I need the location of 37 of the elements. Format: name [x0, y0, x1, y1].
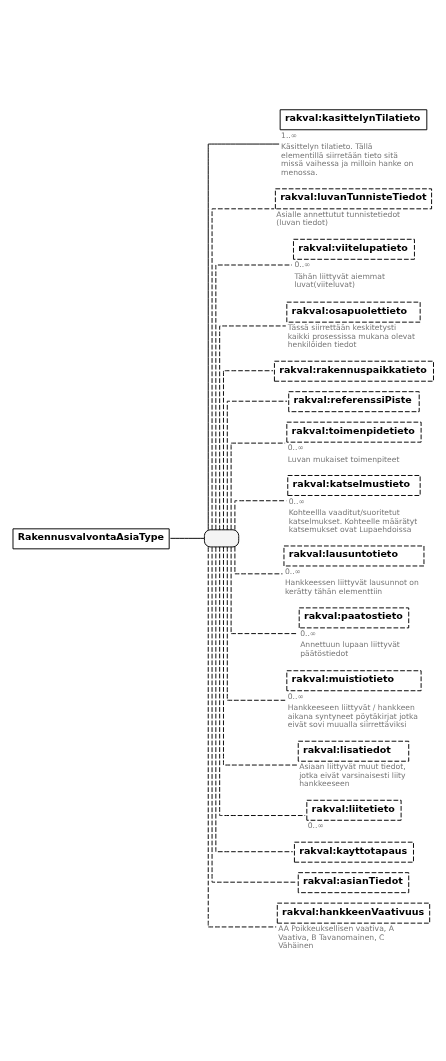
node-label: Annettuun lupaan liittyvät päätöstiedot: [300, 640, 400, 658]
node-label: 0..∞: [288, 496, 305, 506]
node-label: 0..∞: [294, 260, 311, 270]
connector: [215, 546, 294, 853]
connector: [169, 537, 205, 539]
connector: [234, 500, 287, 531]
connector: [226, 546, 286, 701]
connector: [215, 264, 293, 531]
connector: [211, 546, 298, 883]
node-label: AA Poikkeuksellisen vaativa, A Vaativa, B Tavanomainen, C Vähäinen: [278, 924, 394, 951]
node-label: Käsittelyn tilatieto. Tällä elementillä siirretään tieto sitä missä vaihessa ja milloin hanke on menossa.: [281, 142, 414, 177]
node-label: Asialle annettutut tunnistetiedot (luvan tiedot): [276, 209, 401, 228]
connector: [230, 546, 299, 635]
node-label: 0..∞: [307, 821, 324, 831]
node-label: Hankkeessen liittyvät lausunnot on kerätty tähän elementtiin: [284, 578, 419, 596]
connector: [219, 325, 287, 531]
node-label: Tässä siirrettään keskitetysti kaikki prosessissa mukana olevat henkilöiden tiedot: [287, 323, 415, 350]
node-label: 0..∞: [300, 628, 317, 638]
node-label: Asiaan liittyvät muut tiedot, jotka eivät varsinaisesti liity hankkeeseen: [299, 762, 406, 789]
node-label: 0..∞: [287, 443, 304, 453]
node-label: Hankkeeseen liittyvät / hankkeen aikana syntyneet pöytäkirjat jotka eivät sovi muualla siirrettäviksi: [287, 703, 418, 730]
connector: [207, 546, 277, 928]
node-label: Tähän liittyvät aiemmat luvat(viiteluvat): [294, 271, 385, 290]
connector: [230, 442, 286, 531]
connector: [219, 546, 306, 816]
connector: [211, 208, 275, 531]
connector: [226, 400, 288, 531]
node-label: Luvan mukaiset toimenpiteet: [287, 454, 400, 464]
connector: [223, 546, 298, 766]
connector: [207, 143, 280, 531]
connector: [234, 546, 283, 575]
node-box: [203, 529, 240, 548]
node-label: 1..∞: [281, 130, 298, 140]
node-label: Kohteellla vaaditut/suoritetut katselmukset. Kohteelle määrätyt katsemukset ovat Lupaehdoissa: [288, 507, 418, 535]
connector: [223, 370, 274, 530]
node-label: 0..∞: [284, 566, 301, 576]
node-label: 0..∞: [287, 691, 304, 701]
